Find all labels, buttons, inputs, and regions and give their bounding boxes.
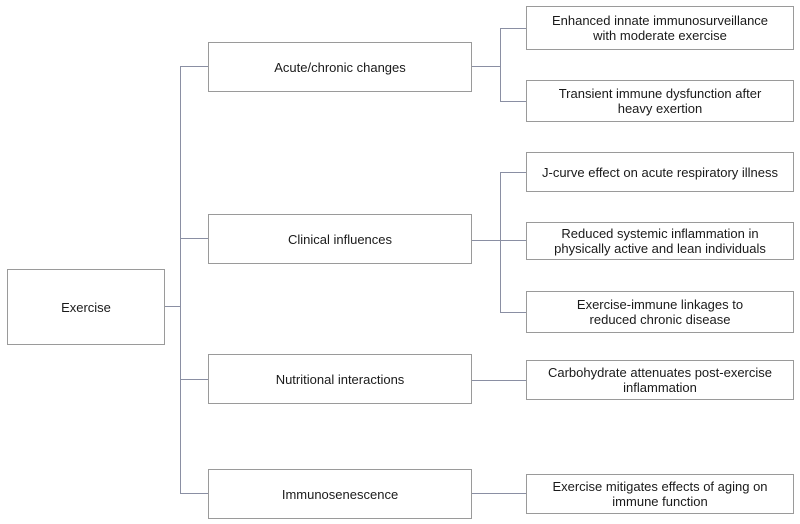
leaf-label: Enhanced innate immunosurveillance with … <box>551 13 769 43</box>
connector <box>500 240 526 241</box>
category-label: Nutritional interactions <box>275 371 405 387</box>
connector <box>500 101 526 102</box>
leaf-node: Exercise-immune linkages to reduced chro… <box>526 291 794 333</box>
branch-line <box>500 28 501 101</box>
root-label: Exercise <box>61 299 111 315</box>
branch-line <box>500 172 501 312</box>
category-node: Acute/chronic changes <box>208 42 472 92</box>
connector <box>180 379 208 380</box>
root-node: Exercise <box>7 269 165 345</box>
connector <box>472 66 500 67</box>
category-label: Acute/chronic changes <box>274 59 406 75</box>
connector <box>472 493 526 494</box>
leaf-node: J-curve effect on acute respiratory illn… <box>526 152 794 192</box>
connector <box>500 172 526 173</box>
leaf-node: Exercise mitigates effects of aging on i… <box>526 474 794 514</box>
leaf-node: Transient immune dysfunction after heavy… <box>526 80 794 122</box>
connector <box>180 66 208 67</box>
leaf-label: Exercise mitigates effects of aging on i… <box>552 479 768 509</box>
connector <box>472 380 526 381</box>
category-node: Clinical influences <box>208 214 472 264</box>
connector <box>180 493 208 494</box>
leaf-label: Exercise-immune linkages to reduced chro… <box>576 297 744 327</box>
trunk-line <box>180 66 181 493</box>
connector <box>165 306 180 307</box>
category-label: Immunosenescence <box>281 486 399 502</box>
category-node: Immunosenescence <box>208 469 472 519</box>
category-node: Nutritional interactions <box>208 354 472 404</box>
leaf-label: Reduced systemic inflammation in physica… <box>554 226 766 256</box>
leaf-node: Reduced systemic inflammation in physica… <box>526 222 794 260</box>
leaf-label: J-curve effect on acute respiratory illn… <box>541 164 779 180</box>
category-label: Clinical influences <box>287 231 393 247</box>
leaf-label: Transient immune dysfunction after heavy… <box>558 86 762 116</box>
leaf-node: Enhanced innate immunosurveillance with … <box>526 6 794 50</box>
connector <box>500 28 526 29</box>
leaf-node: Carbohydrate attenuates post-exercise in… <box>526 360 794 400</box>
connector <box>472 240 500 241</box>
leaf-label: Carbohydrate attenuates post-exercise in… <box>547 365 772 395</box>
connector <box>180 238 208 239</box>
connector <box>500 312 526 313</box>
